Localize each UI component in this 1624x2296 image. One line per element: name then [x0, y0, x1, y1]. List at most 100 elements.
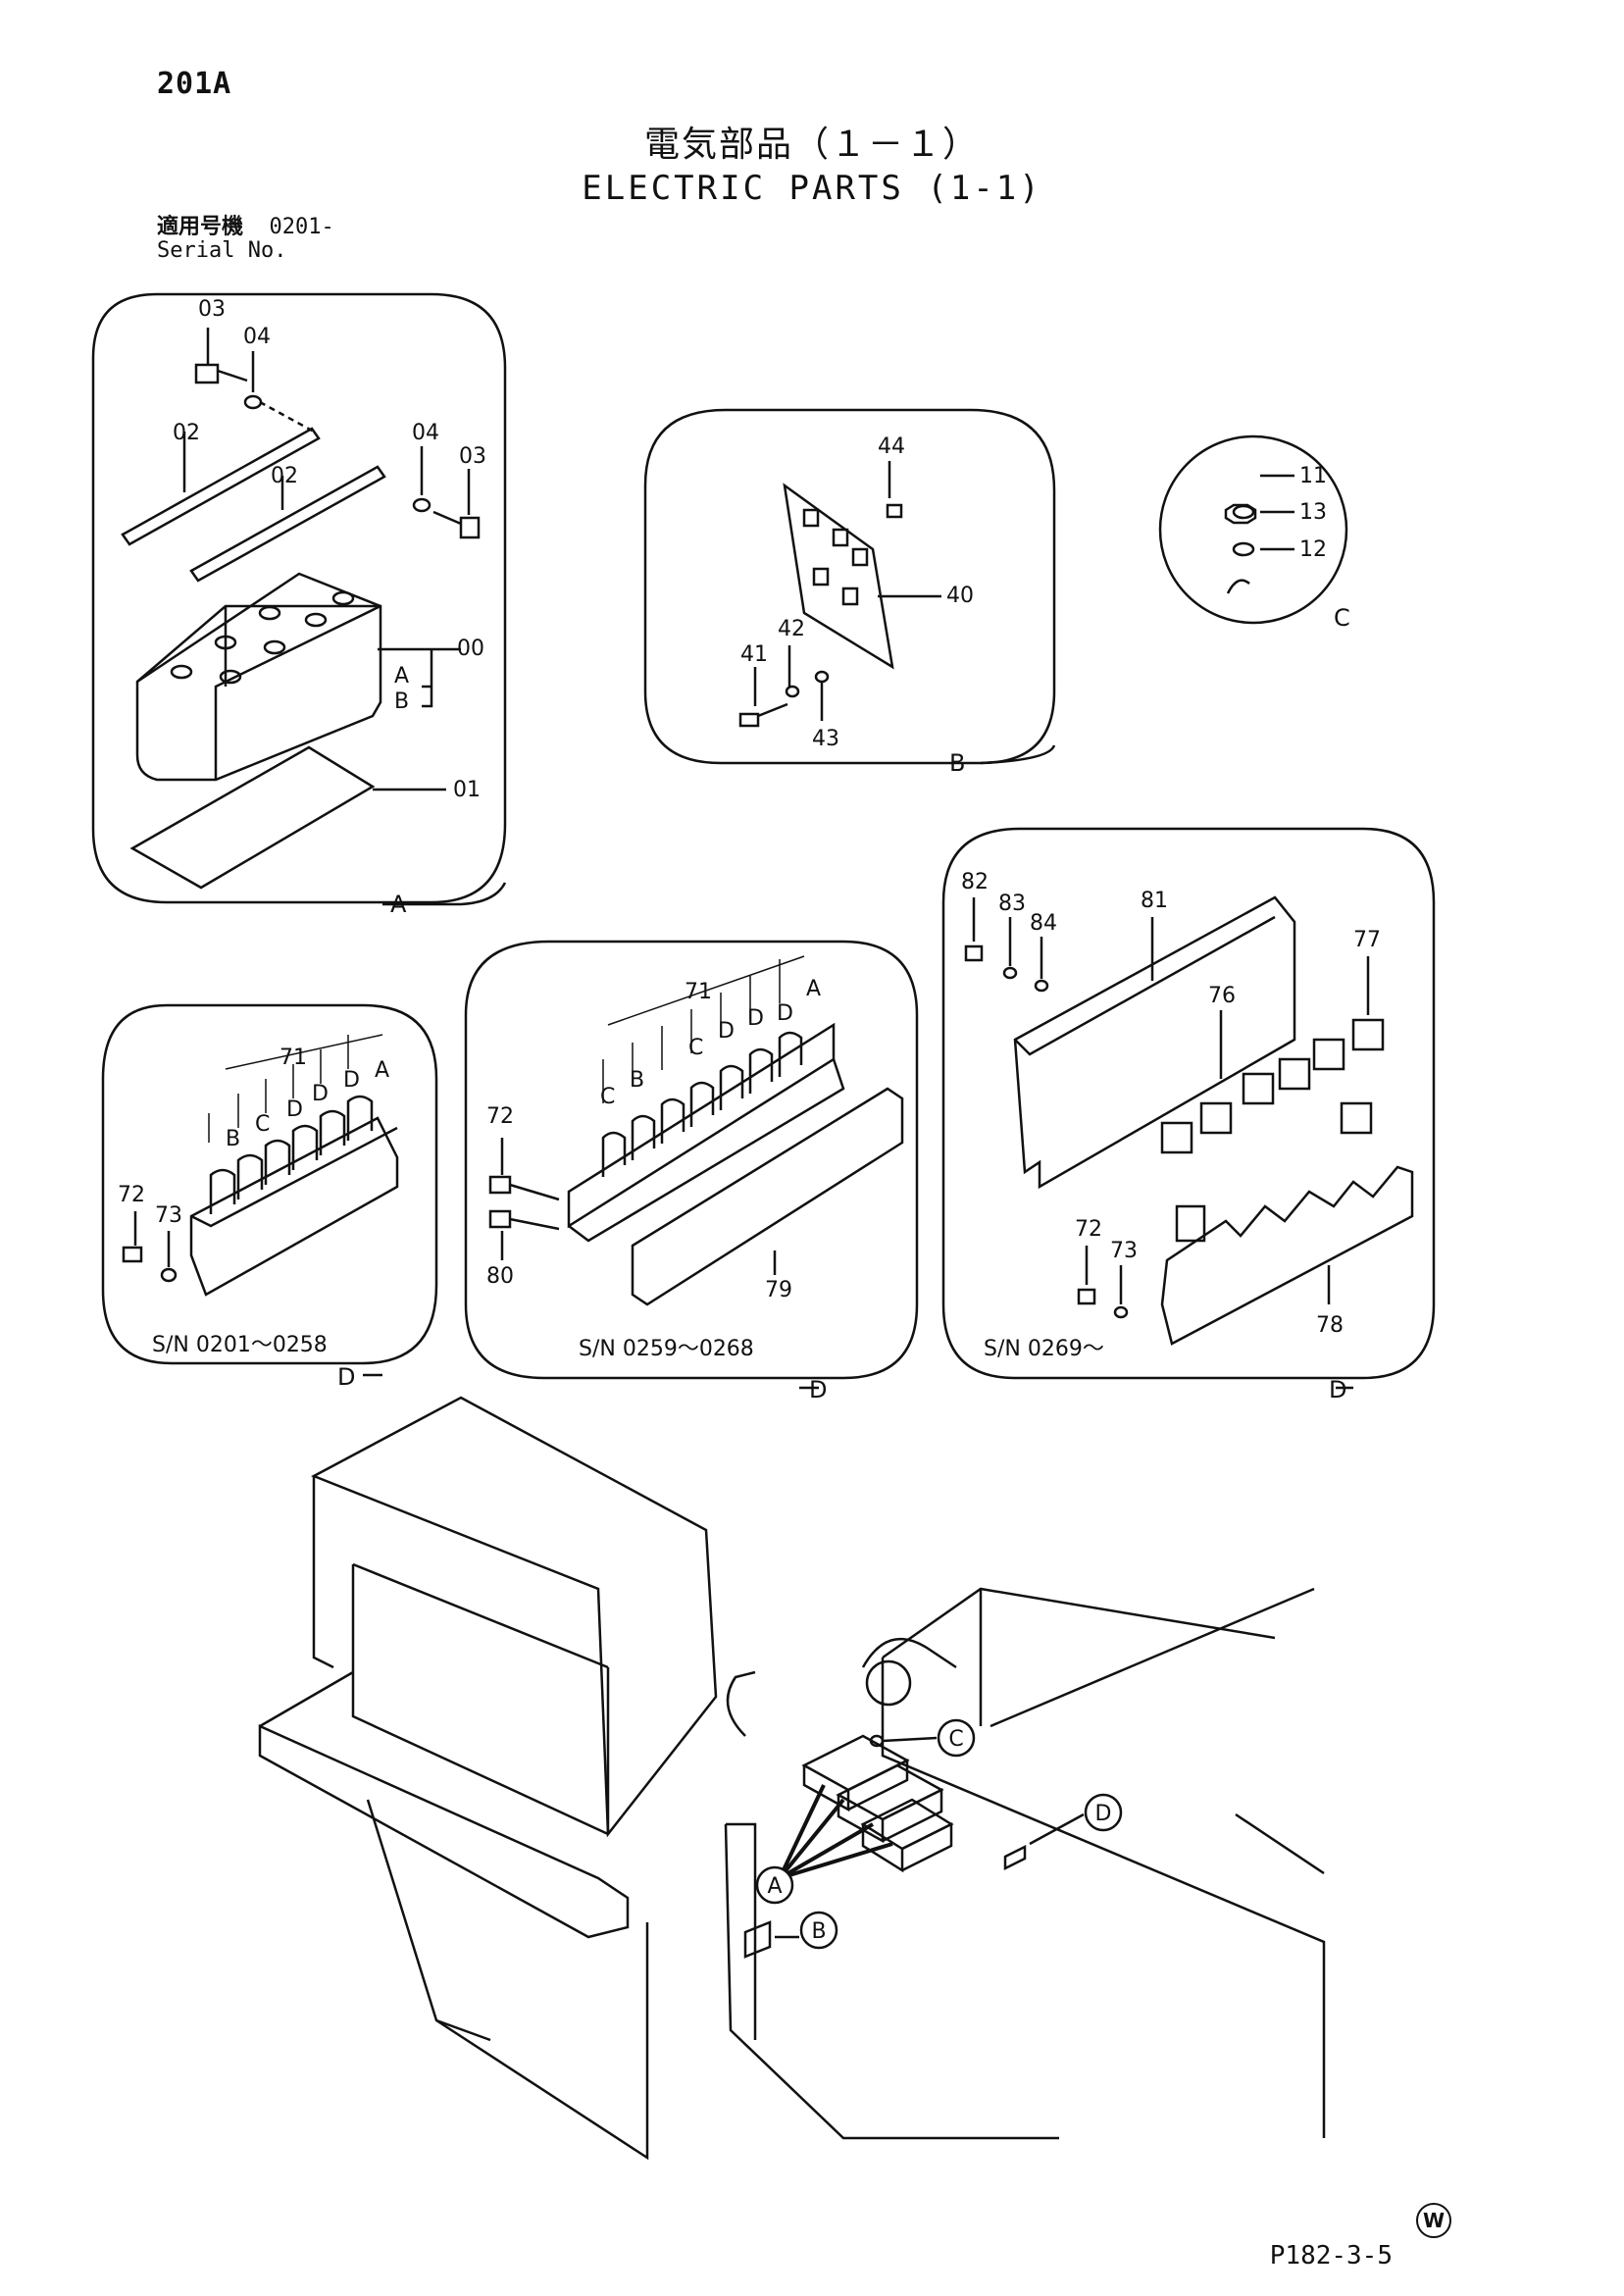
label-a-00: 00	[457, 637, 484, 661]
page-title-japanese: 電気部品（１－１）	[643, 125, 980, 165]
panel-a-frame	[91, 292, 507, 904]
label-d3-77: 77	[1353, 928, 1381, 952]
label-a-sub-a: A	[394, 664, 409, 689]
serial-value: 0201-	[269, 215, 334, 239]
label-d2-71: 71	[685, 980, 712, 1004]
panel-d2-serial: S/N 0259～0268	[579, 1337, 754, 1361]
label-d2-c2: C	[600, 1085, 615, 1109]
panel-b-relay-board	[643, 408, 1056, 765]
panel-d1-serial: S/N 0201～0258	[152, 1333, 328, 1357]
serial-label-english: Serial No.	[157, 238, 287, 263]
label-b-44: 44	[878, 434, 905, 459]
label-d3-83: 83	[998, 892, 1026, 916]
label-a-sub-b: B	[394, 689, 409, 714]
panel-d2-letter: D	[809, 1376, 827, 1403]
platform-deck	[258, 1724, 630, 1939]
label-d1-a: A	[375, 1058, 389, 1083]
label-d3-84: 84	[1030, 911, 1057, 936]
strip-02-right	[189, 465, 386, 583]
page-title-english: ELECTRIC PARTS (1-1)	[582, 169, 1042, 208]
nut-11	[1224, 503, 1257, 525]
label-a-02-right: 02	[271, 464, 298, 488]
label-b-42: 42	[778, 617, 805, 641]
serial-number-block: 適用号機 0201- Serial No.	[157, 216, 334, 263]
relays-76-77	[1160, 1018, 1385, 1154]
label-d2-d3: D	[718, 1019, 735, 1044]
panel-b-letter: B	[949, 749, 965, 777]
panel-d2-fuse-box	[464, 940, 919, 1390]
label-d1-c: C	[255, 1112, 270, 1137]
panel-d1-letter: D	[337, 1363, 355, 1391]
label-d3-73: 73	[1110, 1239, 1138, 1263]
panel-d3-letter: D	[1329, 1376, 1346, 1403]
label-a-01: 01	[453, 778, 481, 802]
label-d1-72: 72	[118, 1183, 145, 1207]
serial-label-japanese: 適用号機	[157, 215, 244, 239]
label-d1-71: 71	[279, 1046, 307, 1070]
label-d1-d2: D	[312, 1082, 329, 1106]
machine-overview	[258, 1396, 1326, 2161]
label-b-41: 41	[740, 642, 768, 667]
relay-board-40	[783, 483, 894, 670]
panel-d3-serial: S/N 0269～	[984, 1337, 1104, 1361]
label-d3-76: 76	[1208, 984, 1236, 1008]
panel-d2-frame	[464, 940, 919, 1380]
label-d3-82: 82	[961, 870, 989, 894]
mounting-plate-79	[631, 1087, 904, 1306]
label-d3-72: 72	[1075, 1217, 1102, 1242]
label-d3-81: 81	[1141, 889, 1168, 913]
revision-mark: W	[1416, 2203, 1451, 2238]
page-code: 201A	[157, 67, 232, 101]
overview-callouts: C D A B	[755, 1718, 1123, 1950]
bolt-03-top	[194, 363, 248, 384]
document-reference: P182-3-5	[1269, 2241, 1393, 2270]
label-c-11: 11	[1299, 464, 1327, 488]
label-d2-d1: D	[777, 1001, 793, 1026]
label-a-03-right: 03	[459, 444, 486, 469]
label-d1-d1: D	[343, 1068, 360, 1093]
callout-c: C	[948, 1727, 963, 1752]
pivot-boss	[865, 1659, 912, 1707]
panel-b-frame	[643, 408, 1056, 765]
fuse-loops-d1	[209, 1095, 374, 1214]
panel-a-letter: A	[390, 891, 407, 918]
fuse-loops-d2	[601, 1031, 803, 1177]
callout-a: A	[767, 1874, 782, 1899]
panel-d3-frame	[941, 827, 1436, 1380]
panel-a-tail	[382, 882, 507, 906]
label-d1-73: 73	[155, 1203, 182, 1228]
label-d1-b: B	[226, 1127, 240, 1151]
label-a-03-top: 03	[198, 297, 226, 322]
label-d2-80: 80	[486, 1264, 514, 1289]
label-c-13: 13	[1299, 500, 1327, 525]
battery-body	[135, 604, 382, 782]
cab-block	[311, 1396, 718, 1838]
panel-d1-frame	[101, 1003, 438, 1365]
panel-a-battery	[91, 292, 507, 906]
label-d2-a: A	[806, 977, 821, 1001]
label-d2-d2: D	[747, 1006, 764, 1031]
panel-d1-fuse-box	[101, 1003, 438, 1377]
label-d2-72: 72	[486, 1104, 514, 1129]
label-d3-78: 78	[1316, 1313, 1344, 1338]
label-a-04-top: 04	[243, 325, 271, 349]
label-d1-d3: D	[286, 1097, 303, 1122]
label-a-04-right: 04	[412, 421, 439, 445]
battery-pad	[129, 745, 376, 890]
bolt-03-right	[432, 510, 481, 539]
label-d2-b: B	[630, 1068, 644, 1093]
label-b-43: 43	[812, 727, 839, 751]
label-d2-79: 79	[765, 1278, 792, 1302]
strip-02-left	[121, 427, 321, 546]
panel-d3-fuse-box	[941, 827, 1436, 1390]
callout-d: D	[1095, 1802, 1112, 1826]
label-b-40: 40	[946, 584, 974, 608]
diagram-labels: 03 04 02 02 04 03 00 A B 01 A 44 40 41 4…	[118, 297, 1381, 1403]
callout-b: B	[811, 1919, 826, 1944]
bracket-81	[1013, 895, 1296, 1190]
panel-c-frame	[1158, 434, 1348, 625]
label-d2-c1: C	[688, 1036, 703, 1060]
label-a-02-left: 02	[173, 421, 200, 445]
panel-c-hardware	[1158, 434, 1348, 625]
